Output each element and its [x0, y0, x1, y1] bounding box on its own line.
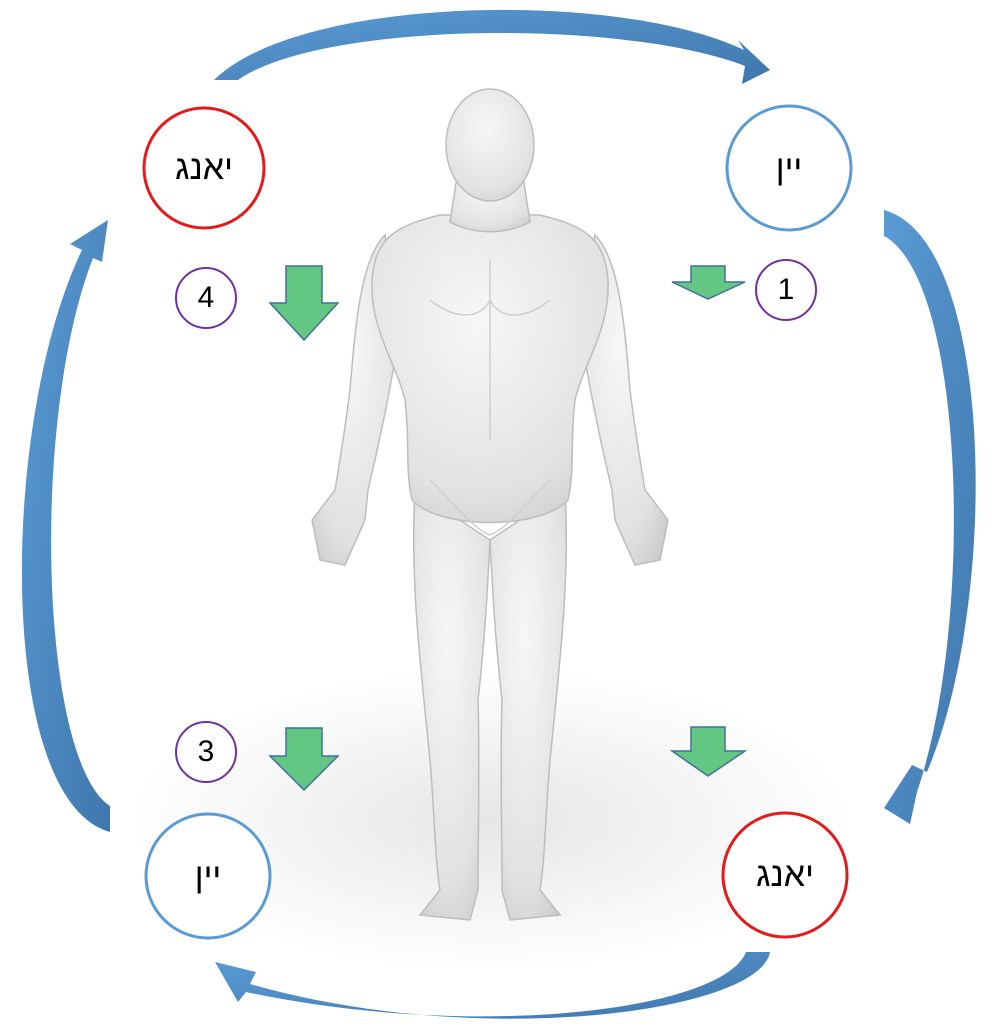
cycle-arrow-top: [214, 9, 770, 84]
step-number-4: 4: [197, 281, 215, 314]
node-label-bottom-right: יאנג: [756, 855, 814, 894]
body-contour-lines: [429, 260, 551, 536]
green-down-arrow-3: [268, 727, 340, 792]
yin-circle-top-right: [725, 104, 853, 232]
green-down-arrow-1: [671, 265, 746, 300]
cycle-arrow-left: [21, 220, 110, 832]
node-label-top-right: יין: [775, 148, 803, 187]
step-circle-3: [175, 721, 237, 783]
step-circle-4: [175, 267, 237, 329]
step-circle-1: [755, 259, 817, 321]
node-label-top-left: יאנג: [175, 148, 233, 187]
yang-circle-top-left: [142, 106, 266, 230]
step-number-1: 1: [777, 273, 795, 306]
step-number-3: 3: [197, 735, 215, 768]
green-down-arrow-4: [268, 265, 340, 342]
cycle-arrow-right: [884, 210, 976, 824]
yin-circle-bottom-left: [144, 812, 272, 940]
node-label-bottom-left: יין: [194, 856, 222, 895]
green-down-arrow-2: [669, 726, 748, 777]
yang-circle-bottom-right: [721, 811, 849, 939]
